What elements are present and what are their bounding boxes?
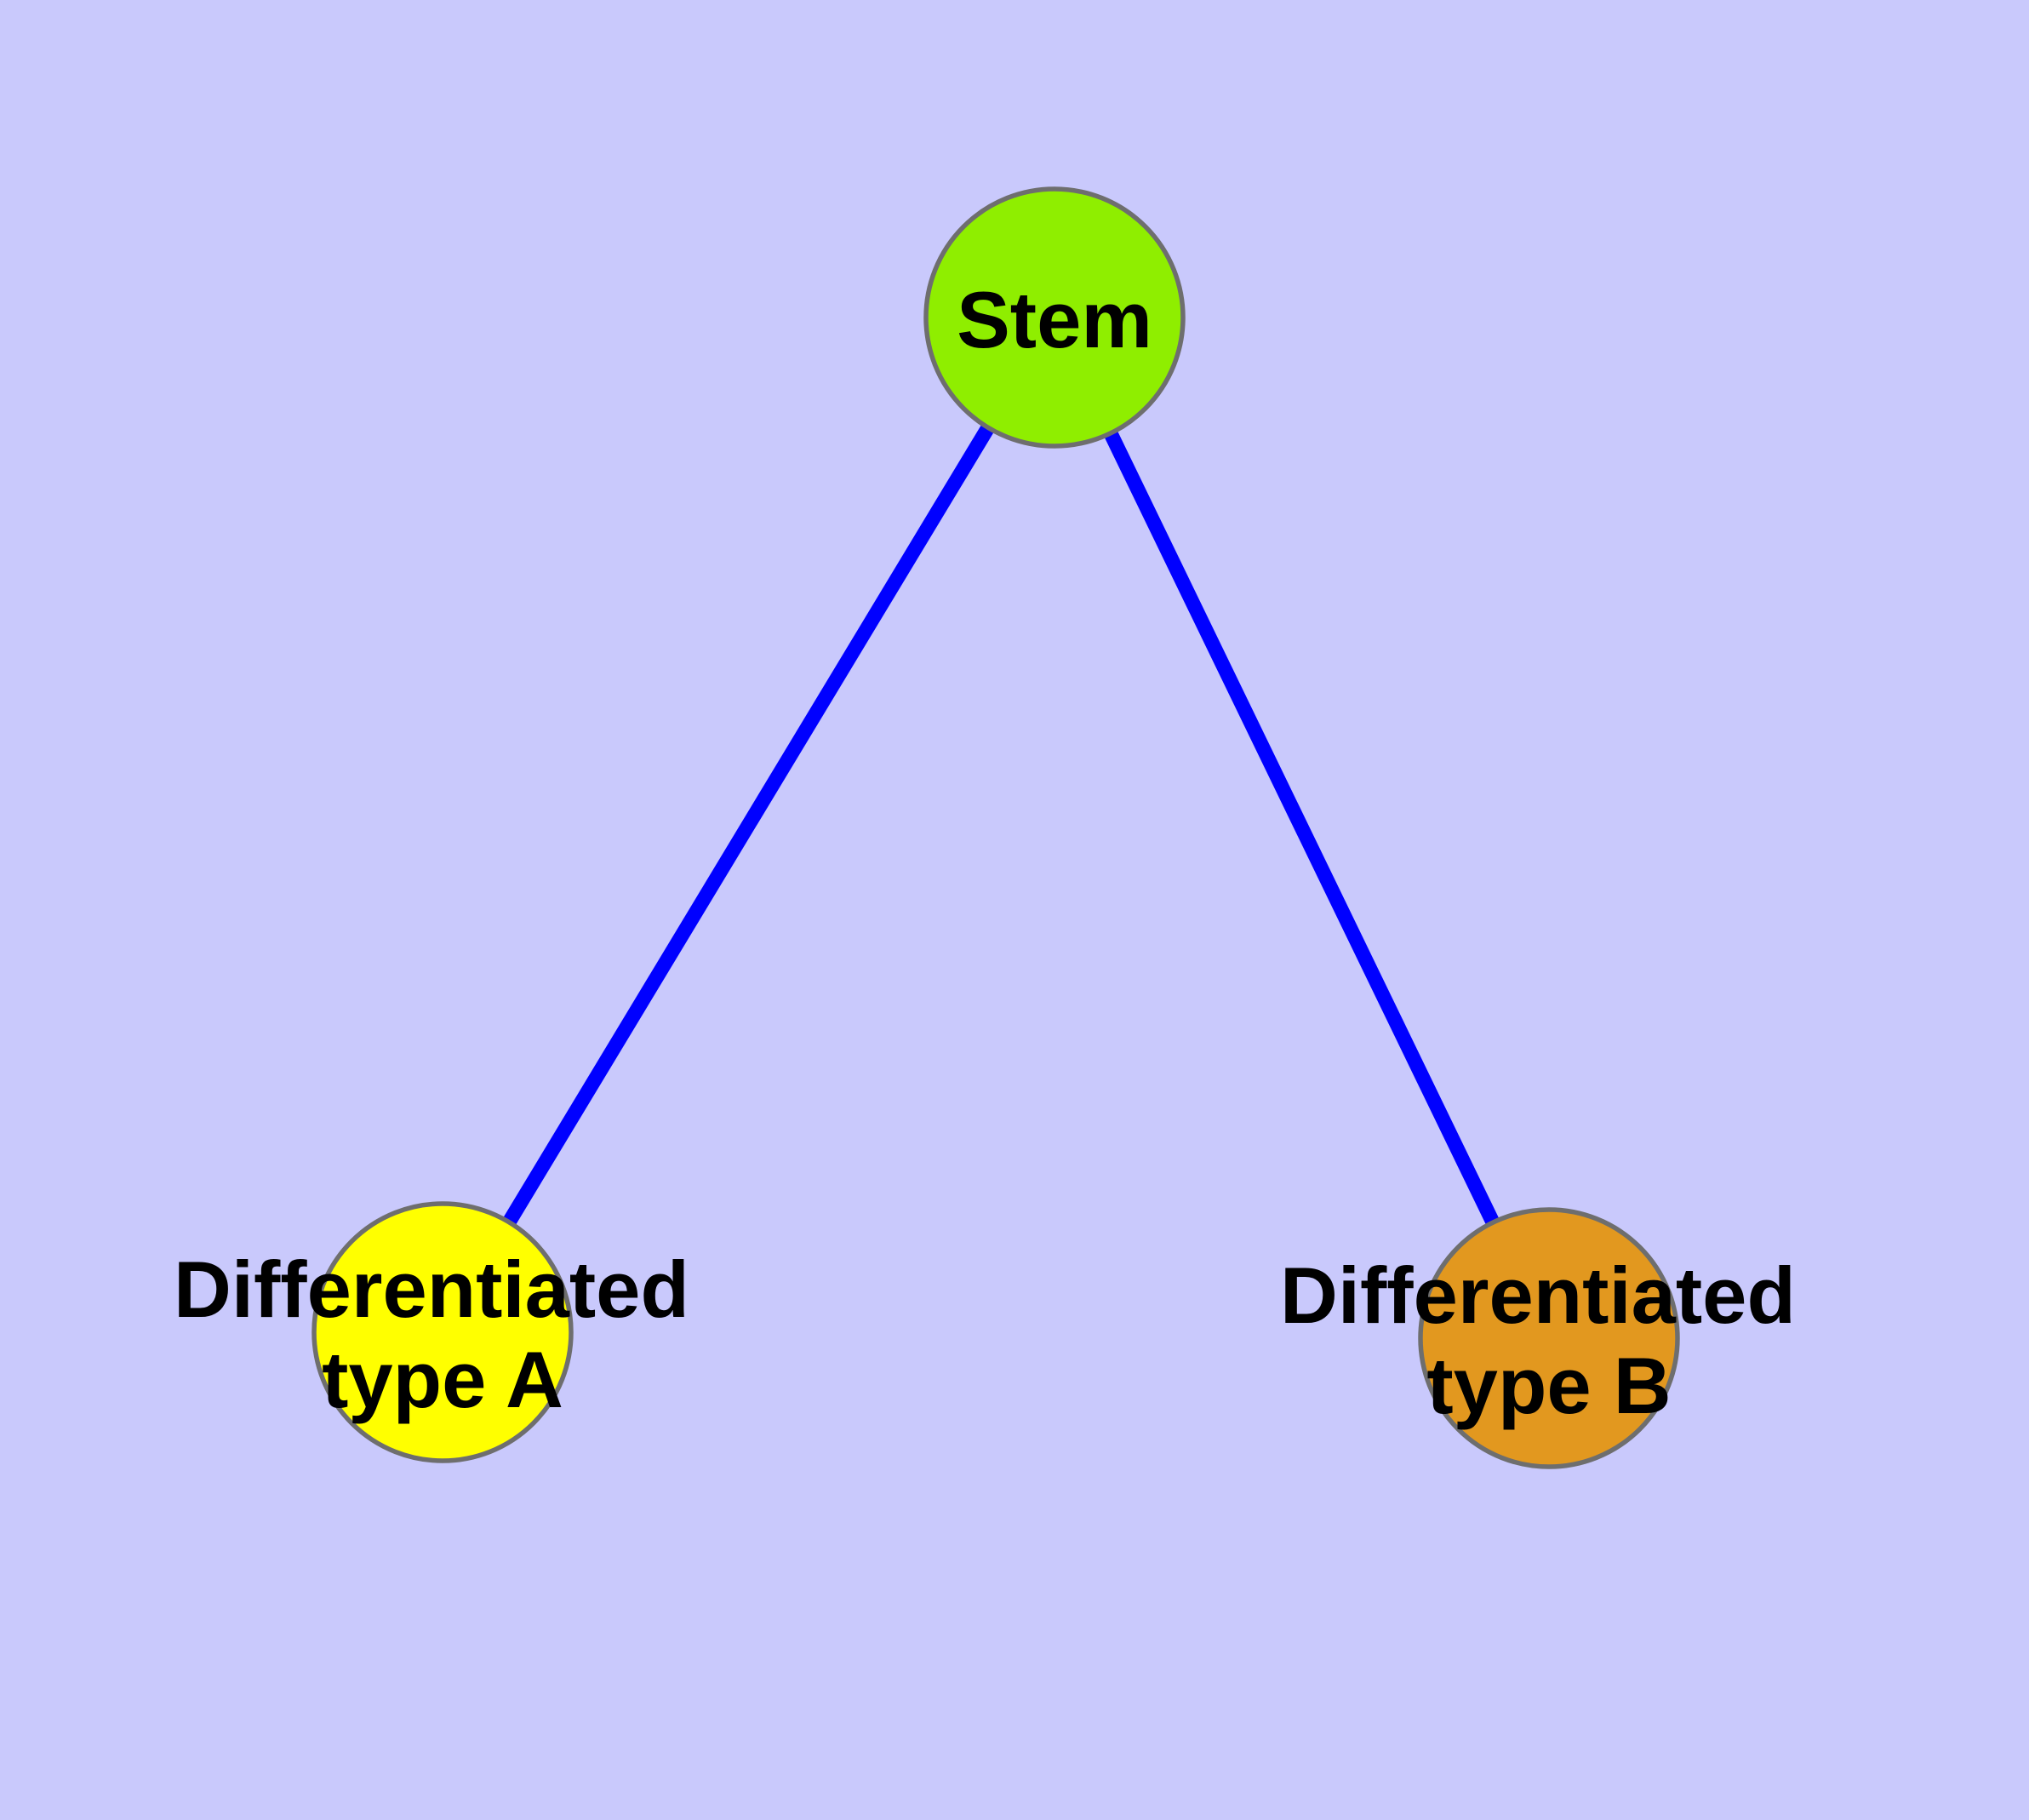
node-type-b-label-line1: Differentiated — [1280, 1251, 1796, 1340]
node-type-b — [1418, 1207, 1680, 1469]
node-stem — [923, 186, 1186, 449]
node-stem-label: Stem — [957, 275, 1152, 364]
node-type-a-label-line1: Differentiated — [174, 1245, 689, 1334]
node-type-b-label: Differentiated type B — [1280, 1251, 1818, 1430]
node-type-b-label-line2: type B — [1426, 1341, 1671, 1430]
edge-stem-to-type-a — [436, 313, 1061, 1336]
node-type-a-label-line2: type A — [322, 1335, 563, 1424]
node-type-a-label: Differentiated type A — [174, 1245, 712, 1424]
node-type-a — [311, 1201, 574, 1463]
edge-stem-to-type-b — [1048, 314, 1556, 1342]
